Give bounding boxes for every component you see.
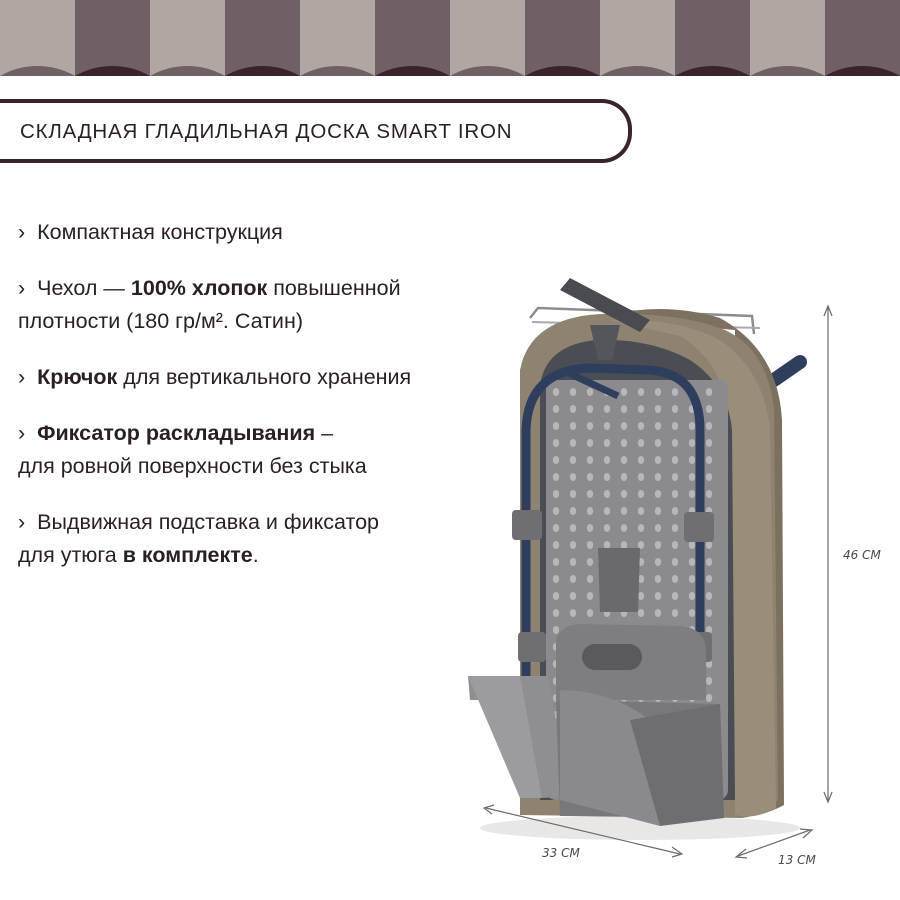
bullet-icon: › bbox=[18, 421, 38, 445]
bullet-icon: › bbox=[18, 510, 38, 534]
bullet-icon: › bbox=[18, 220, 38, 244]
depth-dimension: 13 СМ bbox=[778, 853, 816, 867]
width-dimension: 33 СМ bbox=[542, 846, 580, 860]
feature-text: для утюга bbox=[18, 543, 123, 567]
feature-item: › Выдвижная подставка и фиксатор для утюг… bbox=[18, 506, 488, 572]
feature-text: плотности (180 гр/м². Сатин) bbox=[18, 309, 303, 333]
feature-highlight: Фиксатор раскладывания bbox=[37, 421, 316, 445]
feature-highlight: Крючок bbox=[37, 365, 118, 389]
feature-item: › Крючок для вертикального хранения bbox=[18, 361, 488, 394]
feature-item: › Фиксатор раскладывания – для ровной пов… bbox=[18, 417, 488, 483]
feature-text: Чехол — bbox=[37, 276, 131, 300]
feature-text: – bbox=[315, 421, 334, 445]
bullet-icon: › bbox=[18, 365, 38, 389]
feature-text: для ровной поверхности без стыка bbox=[18, 454, 367, 478]
title-frame bbox=[0, 99, 632, 163]
feature-text: повышенной bbox=[267, 276, 401, 300]
feature-highlight: 100% хлопок bbox=[130, 276, 268, 300]
feature-highlight: в комплекте bbox=[122, 543, 253, 567]
feature-text: Компактная конструкция bbox=[37, 220, 283, 244]
feature-list: › Компактная конструкция› Чехол — 100% х… bbox=[18, 216, 488, 595]
ironing-board-illustration bbox=[468, 278, 833, 859]
feature-item: › Чехол — 100% хлопок повышенной плотност… bbox=[18, 272, 488, 338]
feature-text: . bbox=[252, 543, 259, 567]
feature-item: › Компактная конструкция bbox=[18, 216, 488, 249]
height-dimension: 46 СМ bbox=[843, 548, 881, 562]
feature-text: Выдвижная подставка и фиксатор bbox=[37, 510, 380, 534]
decorative-banner bbox=[0, 0, 900, 76]
feature-text: для вертикального хранения bbox=[117, 365, 412, 389]
page-title: СКЛАДНАЯ ГЛАДИЛЬНАЯ ДОСКА SMART IRON bbox=[20, 120, 513, 143]
bullet-icon: › bbox=[18, 276, 38, 300]
